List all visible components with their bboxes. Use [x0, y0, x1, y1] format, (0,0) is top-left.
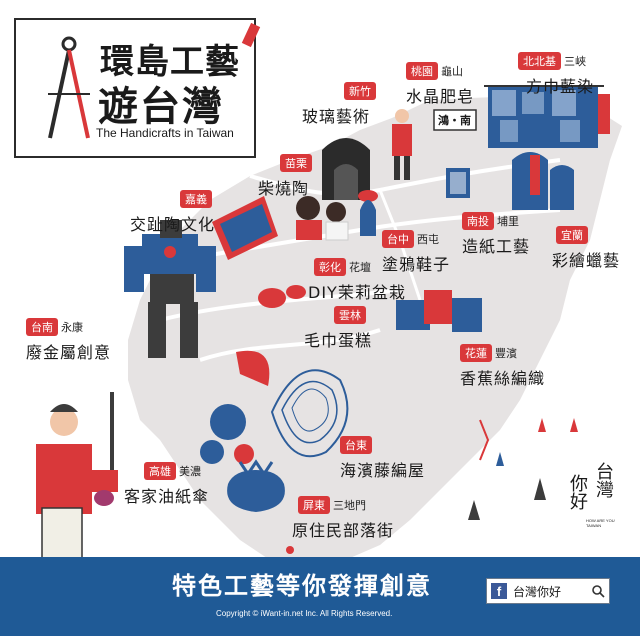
region-tag: 雲林 [334, 305, 366, 324]
label-hualien: 花蓮豐濱 香蕉絲編織 [460, 342, 545, 389]
region-tag: 南投 [462, 211, 494, 230]
region-tag: 彰化 [314, 257, 346, 276]
region-sub: 三地門 [333, 498, 366, 512]
craft-name: 原住民部落街 [292, 520, 395, 540]
region-tag: 宜蘭 [556, 225, 588, 244]
craft-name: 交趾陶文化 [130, 214, 216, 234]
craft-name: 塗鴉鞋子 [382, 254, 451, 274]
craft-name: 造紙工藝 [462, 236, 531, 256]
craft-name: 方巾藍染 [526, 76, 595, 96]
title-box: 環島工藝 遊台灣 The Handicrafts in Taiwan [14, 18, 261, 158]
label-yilan: 宜蘭 彩繪蠟藝 [552, 224, 620, 271]
label-pingtung: 屏東三地門 原住民部落街 [292, 494, 394, 541]
label-chiayi: 嘉義 交趾陶文化 [130, 188, 215, 235]
region-sub: 龜山 [441, 64, 463, 78]
region-sub: 永康 [61, 320, 83, 334]
craft-name: 廢金屬創意 [26, 342, 112, 362]
region-tag: 桃園 [406, 61, 438, 80]
shop-sign-text: 鴻・南 [438, 114, 471, 127]
region-sub: 花壇 [349, 260, 371, 274]
title-english: The Handicrafts in Taiwan [96, 126, 234, 140]
label-kaohsiung: 高雄美濃 客家油紙傘 [124, 460, 209, 507]
facebook-page-name: 台灣你好 [513, 585, 562, 599]
region-tag: 苗栗 [280, 153, 312, 172]
region-tag: 台東 [340, 435, 372, 454]
region-tag: 高雄 [144, 461, 176, 480]
label-taoyuan: 桃園龜山 水晶肥皂 [406, 60, 474, 107]
copyright-text: Copyright © iWant-in.net Inc. All Rights… [216, 609, 393, 618]
region-tag: 台南 [26, 317, 58, 336]
craft-name: 水晶肥皂 [406, 86, 475, 106]
region-tag: 花蓮 [460, 343, 492, 362]
handwriting-small: HOW ARE YOU TAIWAN [586, 518, 615, 528]
facebook-icon: f [491, 583, 507, 599]
region-tag: 台中 [382, 229, 414, 248]
craft-name: 毛巾蛋糕 [304, 330, 373, 350]
craft-name: 彩繪蠟藝 [552, 250, 621, 270]
label-hsinchu: 新竹 玻璃藝術 [302, 80, 376, 127]
craft-name: 柴燒陶 [258, 178, 310, 198]
craft-name: 香蕉絲編織 [460, 368, 546, 388]
region-tag: 新竹 [344, 81, 376, 100]
title-line-1: 環島工藝 [100, 42, 240, 82]
label-changhua: 彰化花壇 DIY茉莉盆栽 [308, 256, 406, 303]
footer-slogan: 特色工藝等你發揮創意 [172, 572, 432, 600]
region-sub: 美濃 [179, 464, 201, 478]
label-taitung: 台東 海濱藤編屋 [340, 434, 425, 481]
compass-icon [48, 36, 90, 139]
label-yunlin: 雲林 毛巾蛋糕 [304, 304, 372, 351]
craft-name: DIY茉莉盆栽 [308, 282, 406, 302]
facebook-search-box[interactable]: f 台灣你好 [486, 578, 610, 604]
region-tag: 屏東 [298, 495, 330, 514]
region-sub: 西屯 [417, 232, 439, 246]
search-icon[interactable] [591, 584, 605, 598]
region-tag: 北北基 [518, 51, 561, 70]
craft-name: 海濱藤編屋 [340, 460, 426, 480]
handwriting-hello: 你好 [567, 474, 588, 510]
region-sub: 埔里 [497, 214, 519, 228]
label-taipei: 北北基三峽 方巾藍染 [518, 50, 594, 97]
label-miaoli: 苗栗 柴燒陶 [258, 152, 312, 199]
region-tag: 嘉義 [180, 189, 212, 208]
region-sub: 三峽 [564, 54, 586, 68]
region-sub: 豐濱 [495, 346, 517, 360]
craft-name: 客家油紙傘 [124, 486, 210, 506]
label-tainan: 台南永康 廢金屬創意 [26, 316, 111, 363]
label-taichung: 台中西屯 塗鴉鞋子 [382, 228, 450, 275]
label-nantou: 南投埔里 造紙工藝 [462, 210, 530, 257]
craft-name: 玻璃藝術 [302, 106, 371, 126]
handwriting-taiwan: 台灣 [593, 462, 614, 498]
title-line-2: 遊台灣 [98, 83, 224, 130]
